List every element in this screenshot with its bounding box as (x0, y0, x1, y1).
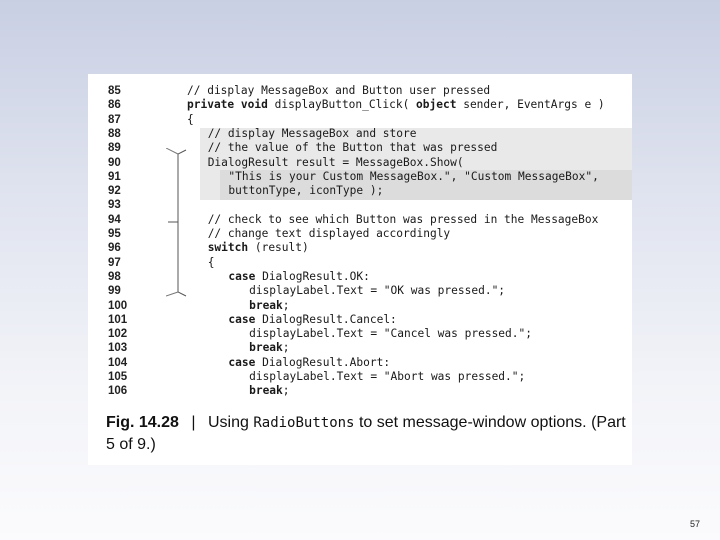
code-text: { (207, 255, 215, 269)
code-line: 95 // change text displayed accordingly (88, 227, 632, 241)
line-number: 106 (108, 385, 128, 398)
code-text: displayLabel.Text = "Cancel was pressed.… (249, 327, 532, 341)
code-text: { (187, 112, 194, 126)
line-number: 88 (108, 127, 121, 140)
callout-bracket-lines (166, 148, 187, 297)
line-number: 86 (108, 99, 121, 112)
code-text: switch (result) (207, 241, 309, 255)
code-line: 94 // check to see which Button was press… (88, 213, 632, 227)
line-number: 104 (108, 356, 128, 369)
code-line: 105 displayLabel.Text = "Abort was presse… (88, 370, 632, 384)
code-text: // display MessageBox and Button user pr… (187, 84, 491, 97)
code-line: 87 { (88, 113, 632, 127)
line-number: 92 (108, 185, 121, 198)
code-text: // display MessageBox and store (207, 126, 417, 140)
code-text: displayLabel.Text = "OK was pressed."; (249, 284, 506, 298)
code-text: case DialogResult.OK: (228, 269, 370, 283)
line-number: 87 (108, 113, 121, 126)
code-text: break; (249, 298, 290, 312)
slide-content-panel: 85 // display MessageBox and Button user … (88, 74, 632, 465)
code-text: buttonType, iconType ); (228, 184, 384, 198)
code-text: DialogResult result = MessageBox.Show( (207, 155, 464, 169)
line-number: 99 (108, 285, 121, 298)
code-line: 88 // display MessageBox and store (88, 127, 632, 141)
line-number: 96 (108, 242, 121, 255)
code-text: "This is your Custom MessageBox.", "Cust… (228, 169, 599, 183)
caption-separator: | (191, 414, 196, 431)
line-number: 95 (108, 228, 121, 240)
code-line: 89 // the value of the Button that was pr… (88, 141, 632, 155)
code-text: // change text displayed accordingly (207, 227, 451, 240)
code-line: 86 private void displayButton_Click( obje… (88, 98, 632, 112)
code-line: 106 break; (88, 384, 632, 398)
code-line: 97 { (88, 256, 632, 270)
line-number: 105 (108, 371, 128, 383)
code-line: 92 buttonType, iconType ); (88, 184, 632, 198)
code-text: private void displayButton_Click( object… (187, 98, 605, 112)
code-highlight-inner-region (220, 170, 632, 200)
line-number: 102 (108, 328, 128, 341)
line-number: 100 (108, 299, 128, 312)
code-text: case DialogResult.Cancel: (228, 312, 397, 326)
caption-text-before: Using (207, 414, 254, 431)
code-text: // the value of the Button that was pres… (207, 141, 498, 155)
line-number: 98 (108, 270, 121, 283)
code-text: // check to see which Button was pressed… (207, 212, 599, 226)
code-line: 100 break; (88, 299, 632, 313)
code-line: 90 DialogResult result = MessageBox.Show( (88, 156, 632, 170)
line-number: 97 (108, 256, 121, 269)
code-line: 104 case DialogResult.Abort: (88, 356, 632, 370)
page-number: 57 (690, 519, 701, 529)
code-line: 96 switch (result) (88, 241, 632, 255)
line-number: 93 (108, 199, 121, 212)
code-line: 99 displayLabel.Text = "OK was pressed."; (88, 284, 632, 298)
code-line: 102 displayLabel.Text = "Cancel was press… (88, 327, 632, 341)
code-line: 85 // display MessageBox and Button user … (88, 84, 632, 98)
code-line: 91 "This is your Custom MessageBox.", "Cu… (88, 170, 632, 184)
code-text: displayLabel.Text = "Abort was pressed."… (249, 370, 526, 383)
code-text: break; (249, 384, 290, 398)
figure-caption: Fig. 14.28 | Using RadioButtons to set m… (106, 412, 630, 456)
figure-label: Fig. 14.28 (106, 414, 179, 431)
code-line: 93 (88, 198, 632, 212)
line-number: 85 (108, 85, 121, 97)
line-number: 101 (108, 313, 128, 326)
code-line: 103 break; (88, 341, 632, 355)
caption-mono-text: RadioButtons (253, 415, 355, 431)
code-line: 98 case DialogResult.OK: (88, 270, 632, 284)
code-line: 101 case DialogResult.Cancel: (88, 313, 632, 327)
line-number: 91 (108, 170, 121, 183)
line-number: 94 (108, 213, 121, 226)
line-number: 103 (108, 342, 128, 355)
caption-text-after: to set message-window options. (Part 5 o… (106, 414, 626, 453)
code-text: case DialogResult.Abort: (228, 355, 391, 369)
code-text: break; (249, 341, 290, 355)
line-number: 90 (108, 156, 121, 169)
line-number: 89 (108, 142, 121, 155)
